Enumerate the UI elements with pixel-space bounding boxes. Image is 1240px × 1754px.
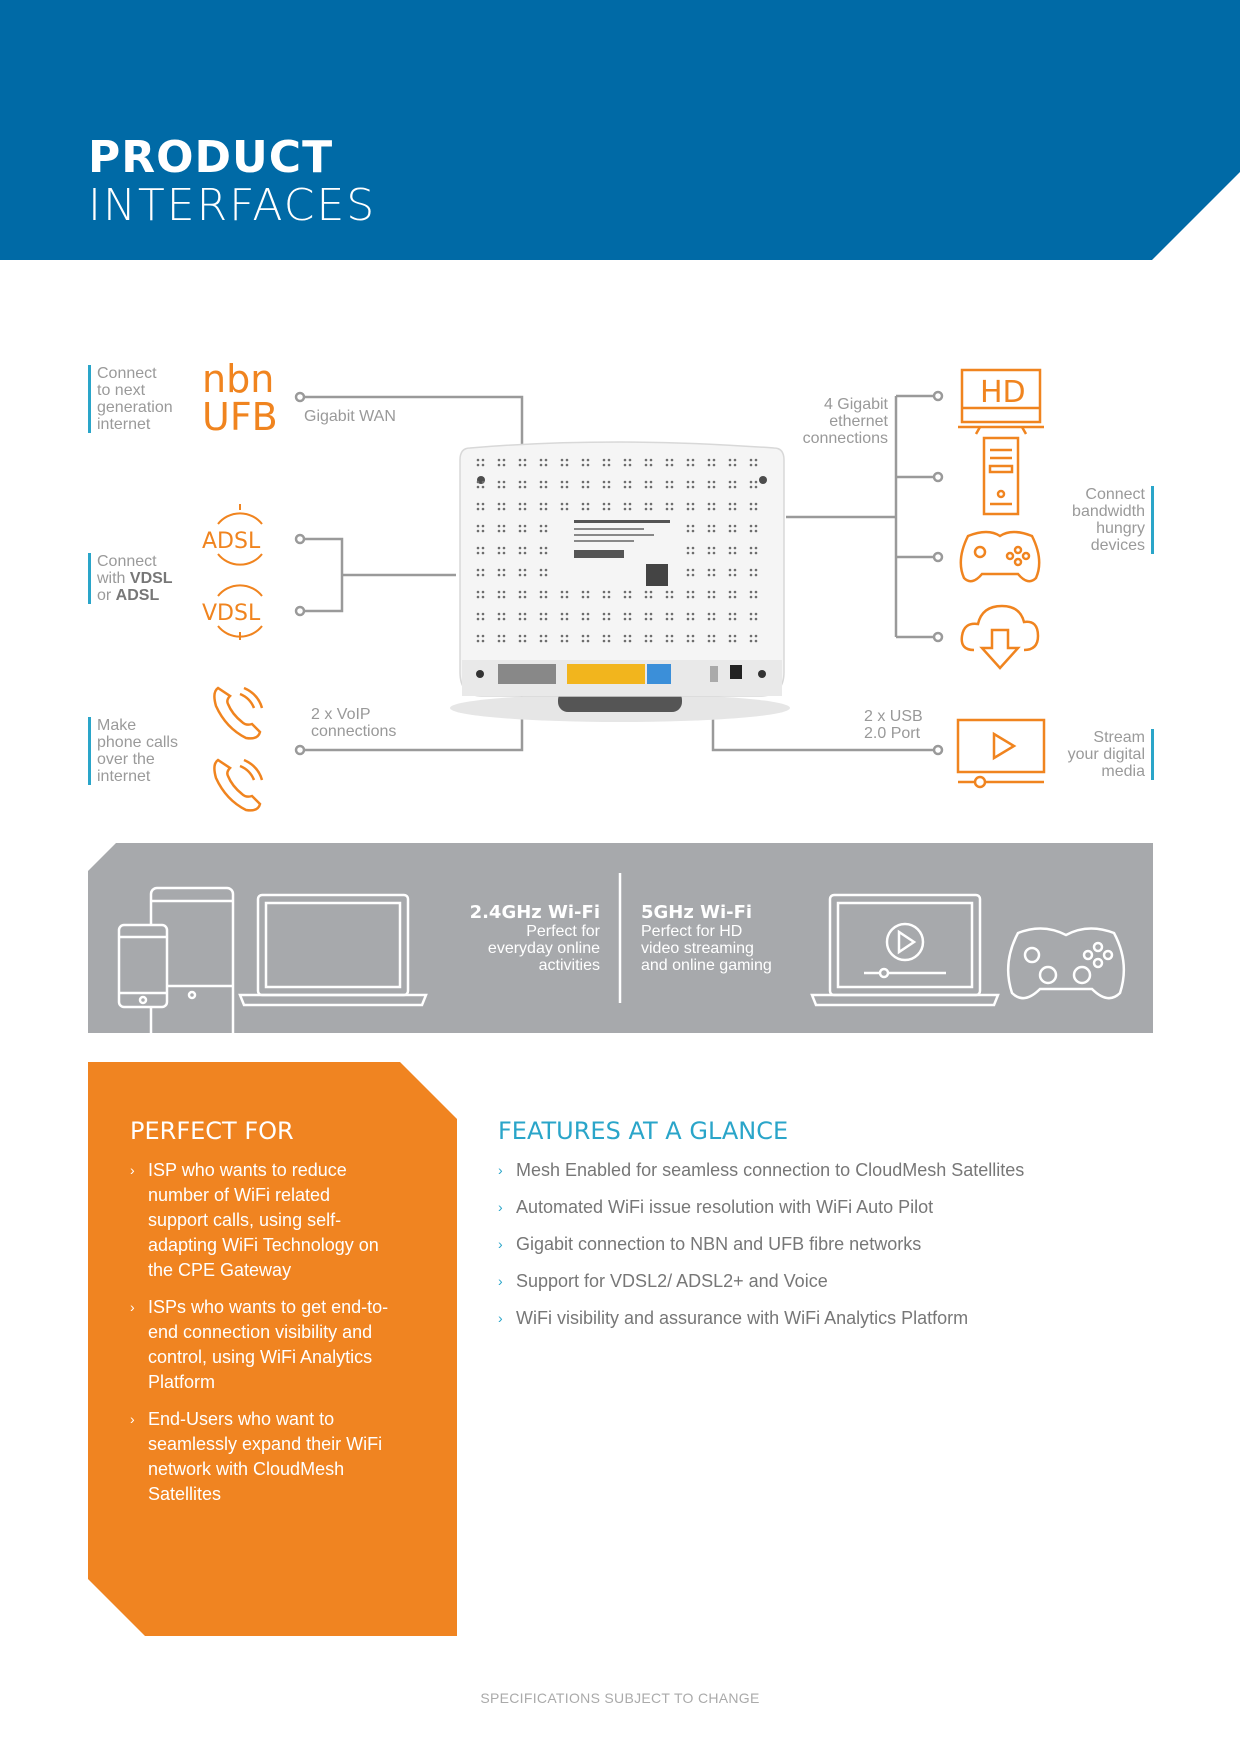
- wifi-5-title: 5GHz Wi-Fi: [641, 902, 753, 923]
- perfect-for-title: PERFECT FOR: [130, 1117, 294, 1145]
- list-item: ›End-Users who want to seamlessly expand…: [130, 1409, 383, 1504]
- desktop-pc-icon: [982, 436, 1020, 516]
- list-item: ›Support for VDSL2/ ADSL2+ and Voice: [498, 1271, 828, 1291]
- vdsl-icon: VDSL: [202, 584, 263, 640]
- gigabit-wan-label: Gigabit WAN: [304, 408, 396, 425]
- adsl-icon: ADSL: [202, 504, 263, 566]
- devices-side-label: Connect bandwidth hungry devices: [1050, 486, 1154, 554]
- nbn-side-label: Connect to next generation internet: [88, 365, 173, 433]
- list-item: ›Automated WiFi issue resolution with Wi…: [498, 1197, 934, 1217]
- media-side-label: Stream your digital media: [1040, 729, 1154, 780]
- list-item: ›Mesh Enabled for seamless connection to…: [498, 1160, 1025, 1180]
- svg-text:VDSL: VDSL: [202, 601, 261, 626]
- gamepad-icon: [959, 530, 1041, 583]
- router-icon: [450, 441, 790, 722]
- nbn-ufb-logo: nbn UFB: [202, 357, 278, 439]
- svg-text:nbn: nbn: [202, 357, 274, 401]
- voip-side-label: Make phone calls over the internet: [88, 717, 178, 785]
- page-title-line1: PRODUCT: [88, 132, 334, 183]
- wifi-24-block: 2.4GHz Wi-Fi Perfect for everyday online…: [430, 902, 600, 974]
- interfaces-diagram: HD nbn UFB ADSL: [202, 357, 1046, 812]
- page-title-line2: INTERFACES: [88, 180, 377, 231]
- dsl-side-label: Connect with VDSL or ADSL: [88, 553, 173, 604]
- voip-label: 2 x VoIP connections: [311, 706, 397, 740]
- wifi-band: [88, 843, 1153, 1033]
- list-item: ›Gigabit connection to NBN and UFB fibre…: [498, 1234, 922, 1254]
- smartphone-icon: [117, 923, 169, 1009]
- media-player-icon: [956, 718, 1046, 789]
- cloud-download-icon: [960, 604, 1040, 670]
- svg-text:ADSL: ADSL: [202, 529, 261, 554]
- hd-text: HD: [980, 375, 1026, 410]
- wifi-24-title: 2.4GHz Wi-Fi: [469, 902, 600, 923]
- phone-icon: [213, 686, 264, 740]
- wifi-gamepad-icon: [1006, 927, 1126, 1000]
- phone-icon: [213, 758, 264, 812]
- wifi-5-block: 5GHz Wi-Fi Perfect for HD video streamin…: [641, 902, 811, 974]
- features-list: ›Mesh Enabled for seamless connection to…: [498, 1158, 1138, 1343]
- perfect-for-panel: [88, 1062, 457, 1636]
- svg-text:UFB: UFB: [202, 395, 278, 439]
- list-item: ›ISP who wants to reduce number of WiFi …: [130, 1160, 379, 1280]
- list-item: ›ISPs who wants to get end-to-end connec…: [130, 1297, 389, 1392]
- ethernet-label: 4 Gigabit ethernet connections: [802, 396, 888, 447]
- perfect-for-list: ›ISP who wants to reduce number of WiFi …: [130, 1158, 390, 1519]
- features-title: FEATURES AT A GLANCE: [498, 1117, 789, 1145]
- footer-note: SPECIFICATIONS SUBJECT TO CHANGE: [480, 1690, 760, 1706]
- header-banner: [0, 0, 1240, 260]
- hd-tv-icon: HD: [958, 368, 1044, 435]
- list-item: ›WiFi visibility and assurance with WiFi…: [498, 1308, 969, 1328]
- usb-label: 2 x USB 2.0 Port: [864, 708, 923, 742]
